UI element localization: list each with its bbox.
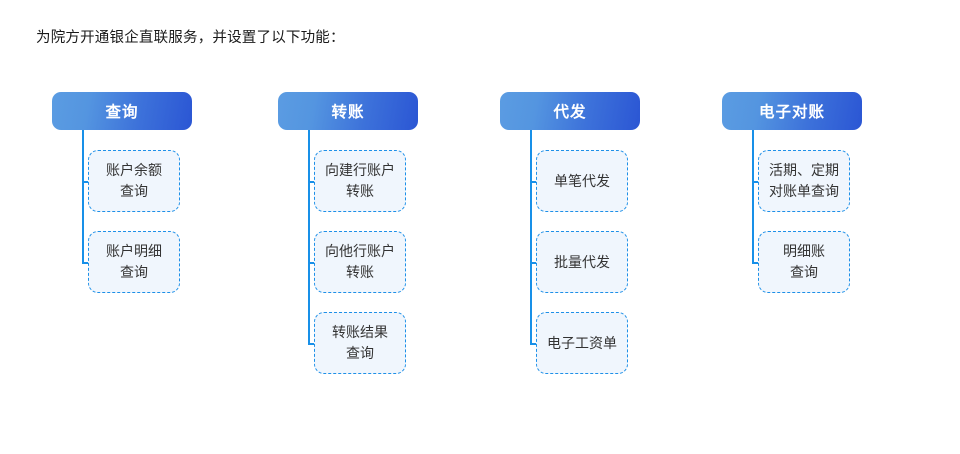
node-box[interactable]: 向他行账户 转账: [314, 231, 406, 293]
connector-stub: [308, 181, 314, 183]
node-box[interactable]: 单笔代发: [536, 150, 628, 212]
node-box[interactable]: 明细账 查询: [758, 231, 850, 293]
column-header-2[interactable]: 转账: [278, 92, 418, 130]
node-label: 批量代发: [554, 253, 610, 270]
node-label: 向他行账户 转账: [325, 243, 395, 280]
connector-stub: [82, 262, 88, 264]
node-box[interactable]: 电子工资单: [536, 312, 628, 374]
node-label: 明细账 查询: [783, 243, 825, 280]
connector-stub: [530, 181, 536, 183]
node-box[interactable]: 批量代发: [536, 231, 628, 293]
column-header-3[interactable]: 代发: [500, 92, 640, 130]
connector-trunk: [308, 130, 310, 343]
connector-stub: [752, 262, 758, 264]
intro-text: 为院方开通银企直联服务，并设置了以下功能：: [36, 30, 345, 46]
connector-trunk: [82, 130, 84, 262]
node-label: 活期、定期 对账单查询: [769, 162, 839, 199]
connector-stub: [530, 343, 536, 345]
connector-trunk: [752, 130, 754, 262]
column-header-4[interactable]: 电子对账: [722, 92, 862, 130]
node-label: 账户明细 查询: [106, 243, 162, 280]
node-box[interactable]: 转账结果 查询: [314, 312, 406, 374]
node-label: 单笔代发: [554, 172, 610, 189]
column-header-1[interactable]: 查询: [52, 92, 192, 130]
node-box[interactable]: 活期、定期 对账单查询: [758, 150, 850, 212]
node-label: 转账结果 查询: [332, 324, 388, 361]
node-label: 向建行账户 转账: [325, 162, 395, 199]
connector-trunk: [530, 130, 532, 343]
node-label: 账户余额 查询: [106, 162, 162, 199]
node-box[interactable]: 账户余额 查询: [88, 150, 180, 212]
node-label: 电子工资单: [547, 334, 617, 351]
connector-stub: [82, 181, 88, 183]
connector-stub: [530, 262, 536, 264]
node-box[interactable]: 向建行账户 转账: [314, 150, 406, 212]
node-box[interactable]: 账户明细 查询: [88, 231, 180, 293]
connector-stub: [308, 262, 314, 264]
connector-stub: [308, 343, 314, 345]
connector-stub: [752, 181, 758, 183]
